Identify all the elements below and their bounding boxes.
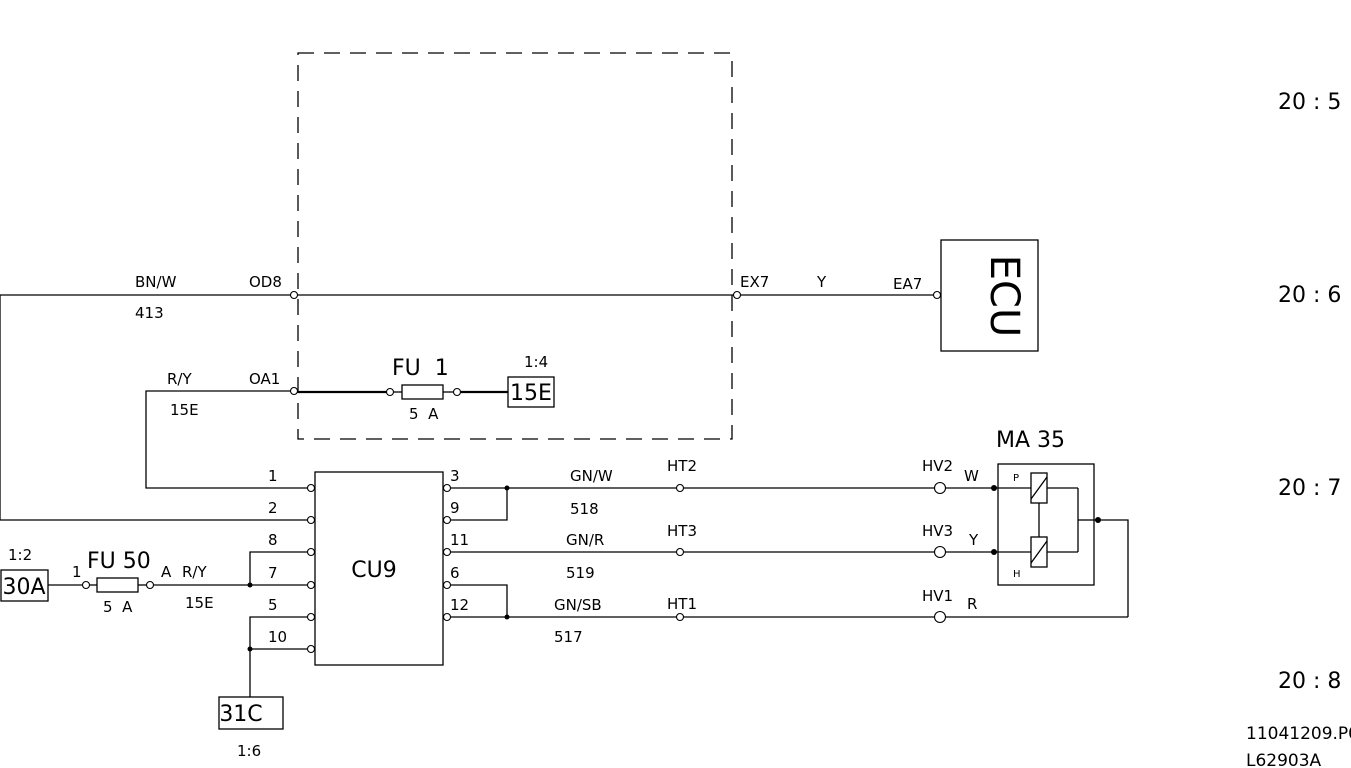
connector-od8: OD8 (249, 273, 282, 291)
valve-wire-y: Y (968, 531, 979, 549)
fuse-50-rating: 5 A (103, 598, 133, 616)
supply-15e-ref: 1:4 (524, 353, 548, 371)
connector-ea7-terminal (932, 290, 942, 300)
cu9-pin-10: 10 (268, 628, 287, 646)
fuse-1-body (401, 384, 444, 400)
connector-od8-terminal (289, 290, 299, 300)
wire-gn-r-color: GN/R (566, 531, 604, 549)
supply-15e-label: 15E (510, 381, 552, 406)
cu9-pin-12: 12 (450, 596, 469, 614)
connector-ex7: EX7 (740, 273, 769, 291)
wire-r-y-top: R/Y 15E OA1 FU 1 5 A 15E 1:4 (145, 353, 555, 489)
wire-bn-w-number: 413 (135, 304, 164, 322)
valve-block-ma35: MA 35 HV2 HV3 HV1 W Y R P H (922, 428, 1129, 624)
fuse-50-name: FU 50 (87, 549, 151, 574)
valve-wire-r: R (967, 595, 977, 613)
grid-ref-2: 20 : 6 (1278, 283, 1341, 308)
coil-label-h: H (1013, 569, 1021, 580)
grid-ref-3: 20 : 7 (1278, 476, 1341, 501)
wire-gn-sb: GN/SB 517 HT1 (451, 584, 934, 646)
fuse-1-name: FU 1 (392, 356, 449, 381)
drawing-number-1: 11041209.P01 (1246, 724, 1351, 744)
connector-hv3: HV3 (922, 522, 953, 540)
ground-31c-ref: 1:6 (237, 742, 261, 760)
cu9-pin-8: 8 (268, 531, 278, 549)
cu9-pin-6: 6 (450, 564, 460, 582)
wire-r-y-bottom-number: 15E (185, 594, 214, 612)
cu9-pin-5: 5 (268, 596, 278, 614)
valve-block-name: MA 35 (996, 428, 1065, 453)
connector-hv1: HV1 (922, 587, 953, 605)
connector-oa1: OA1 (249, 370, 280, 388)
cu9-pin-9: 9 (450, 499, 460, 517)
wire-gn-sb-number: 517 (554, 628, 583, 646)
cu9-pin-2: 2 (268, 499, 278, 517)
cu9-pin-1: 1 (268, 467, 278, 485)
coil-label-p: P (1013, 473, 1019, 484)
wire-bn-w: BN/W 413 OD8 EX7 Y EA7 (0, 273, 942, 521)
connector-ex7-terminal (732, 290, 742, 300)
cu9-pin-3: 3 (450, 467, 460, 485)
wire-r-y-top-color: R/Y (167, 370, 192, 388)
ground-31c-label: 31C (219, 702, 262, 727)
drawing-number-2: L62903A (1246, 751, 1322, 768)
connector-oa1-terminal (289, 386, 299, 396)
drawing-numbers: 11041209.P01 L62903A (1246, 724, 1351, 768)
ground-31c-box (218, 696, 284, 730)
grid-references: 20 : 5 20 : 6 20 : 7 20 : 8 (1278, 90, 1341, 694)
control-unit-label: CU9 (351, 558, 396, 583)
wire-gn-w-number: 518 (570, 500, 599, 518)
connector-hv2: HV2 (922, 457, 953, 475)
wire-gn-w: GN/W 518 HT2 (451, 457, 934, 521)
wire-gn-w-color: GN/W (570, 467, 613, 485)
wire-gn-sb-color: GN/SB (554, 596, 602, 614)
connector-ea7: EA7 (893, 275, 922, 293)
wire-gn-r: GN/R 519 HT3 (451, 522, 934, 582)
supply-30a-ref: 1:2 (8, 546, 32, 564)
fuse-50-body (96, 577, 139, 593)
ecu-label: ECU (981, 255, 1027, 337)
connector-ht2: HT2 (667, 457, 697, 475)
fuse-50-pin-out: A (161, 563, 172, 581)
supply-30a-circuit: 30A 1:2 1 A FU 50 5 A R/Y 15E (0, 546, 307, 616)
grid-ref-4: 20 : 8 (1278, 669, 1341, 694)
wire-gn-r-number: 519 (566, 564, 595, 582)
fuse-50-pin-in: 1 (72, 563, 82, 581)
valve-wire-w: W (964, 467, 979, 485)
supply-30a-label: 30A (2, 575, 45, 600)
control-unit-cu9: CU9 1 2 8 7 5 10 3 9 11 6 12 (268, 467, 469, 666)
supply-15e-box (507, 376, 555, 408)
fuse-1-rating: 5 A (409, 405, 439, 423)
ecu-module: ECU (940, 239, 1039, 352)
connector-ht3: HT3 (667, 522, 697, 540)
grid-ref-1: 20 : 5 (1278, 90, 1341, 115)
wire-y-ecu-color: Y (816, 273, 827, 291)
wire-r-y-bottom-color: R/Y (182, 563, 207, 581)
ground-31c-circuit: 31C 1:6 (218, 616, 307, 760)
connector-ht1: HT1 (667, 595, 697, 613)
wire-bn-w-color: BN/W (135, 273, 177, 291)
cu9-pin-7: 7 (268, 564, 278, 582)
wire-r-y-top-number: 15E (170, 401, 199, 419)
cu9-pin-11: 11 (450, 531, 469, 549)
dashed-enclosure (297, 52, 733, 440)
